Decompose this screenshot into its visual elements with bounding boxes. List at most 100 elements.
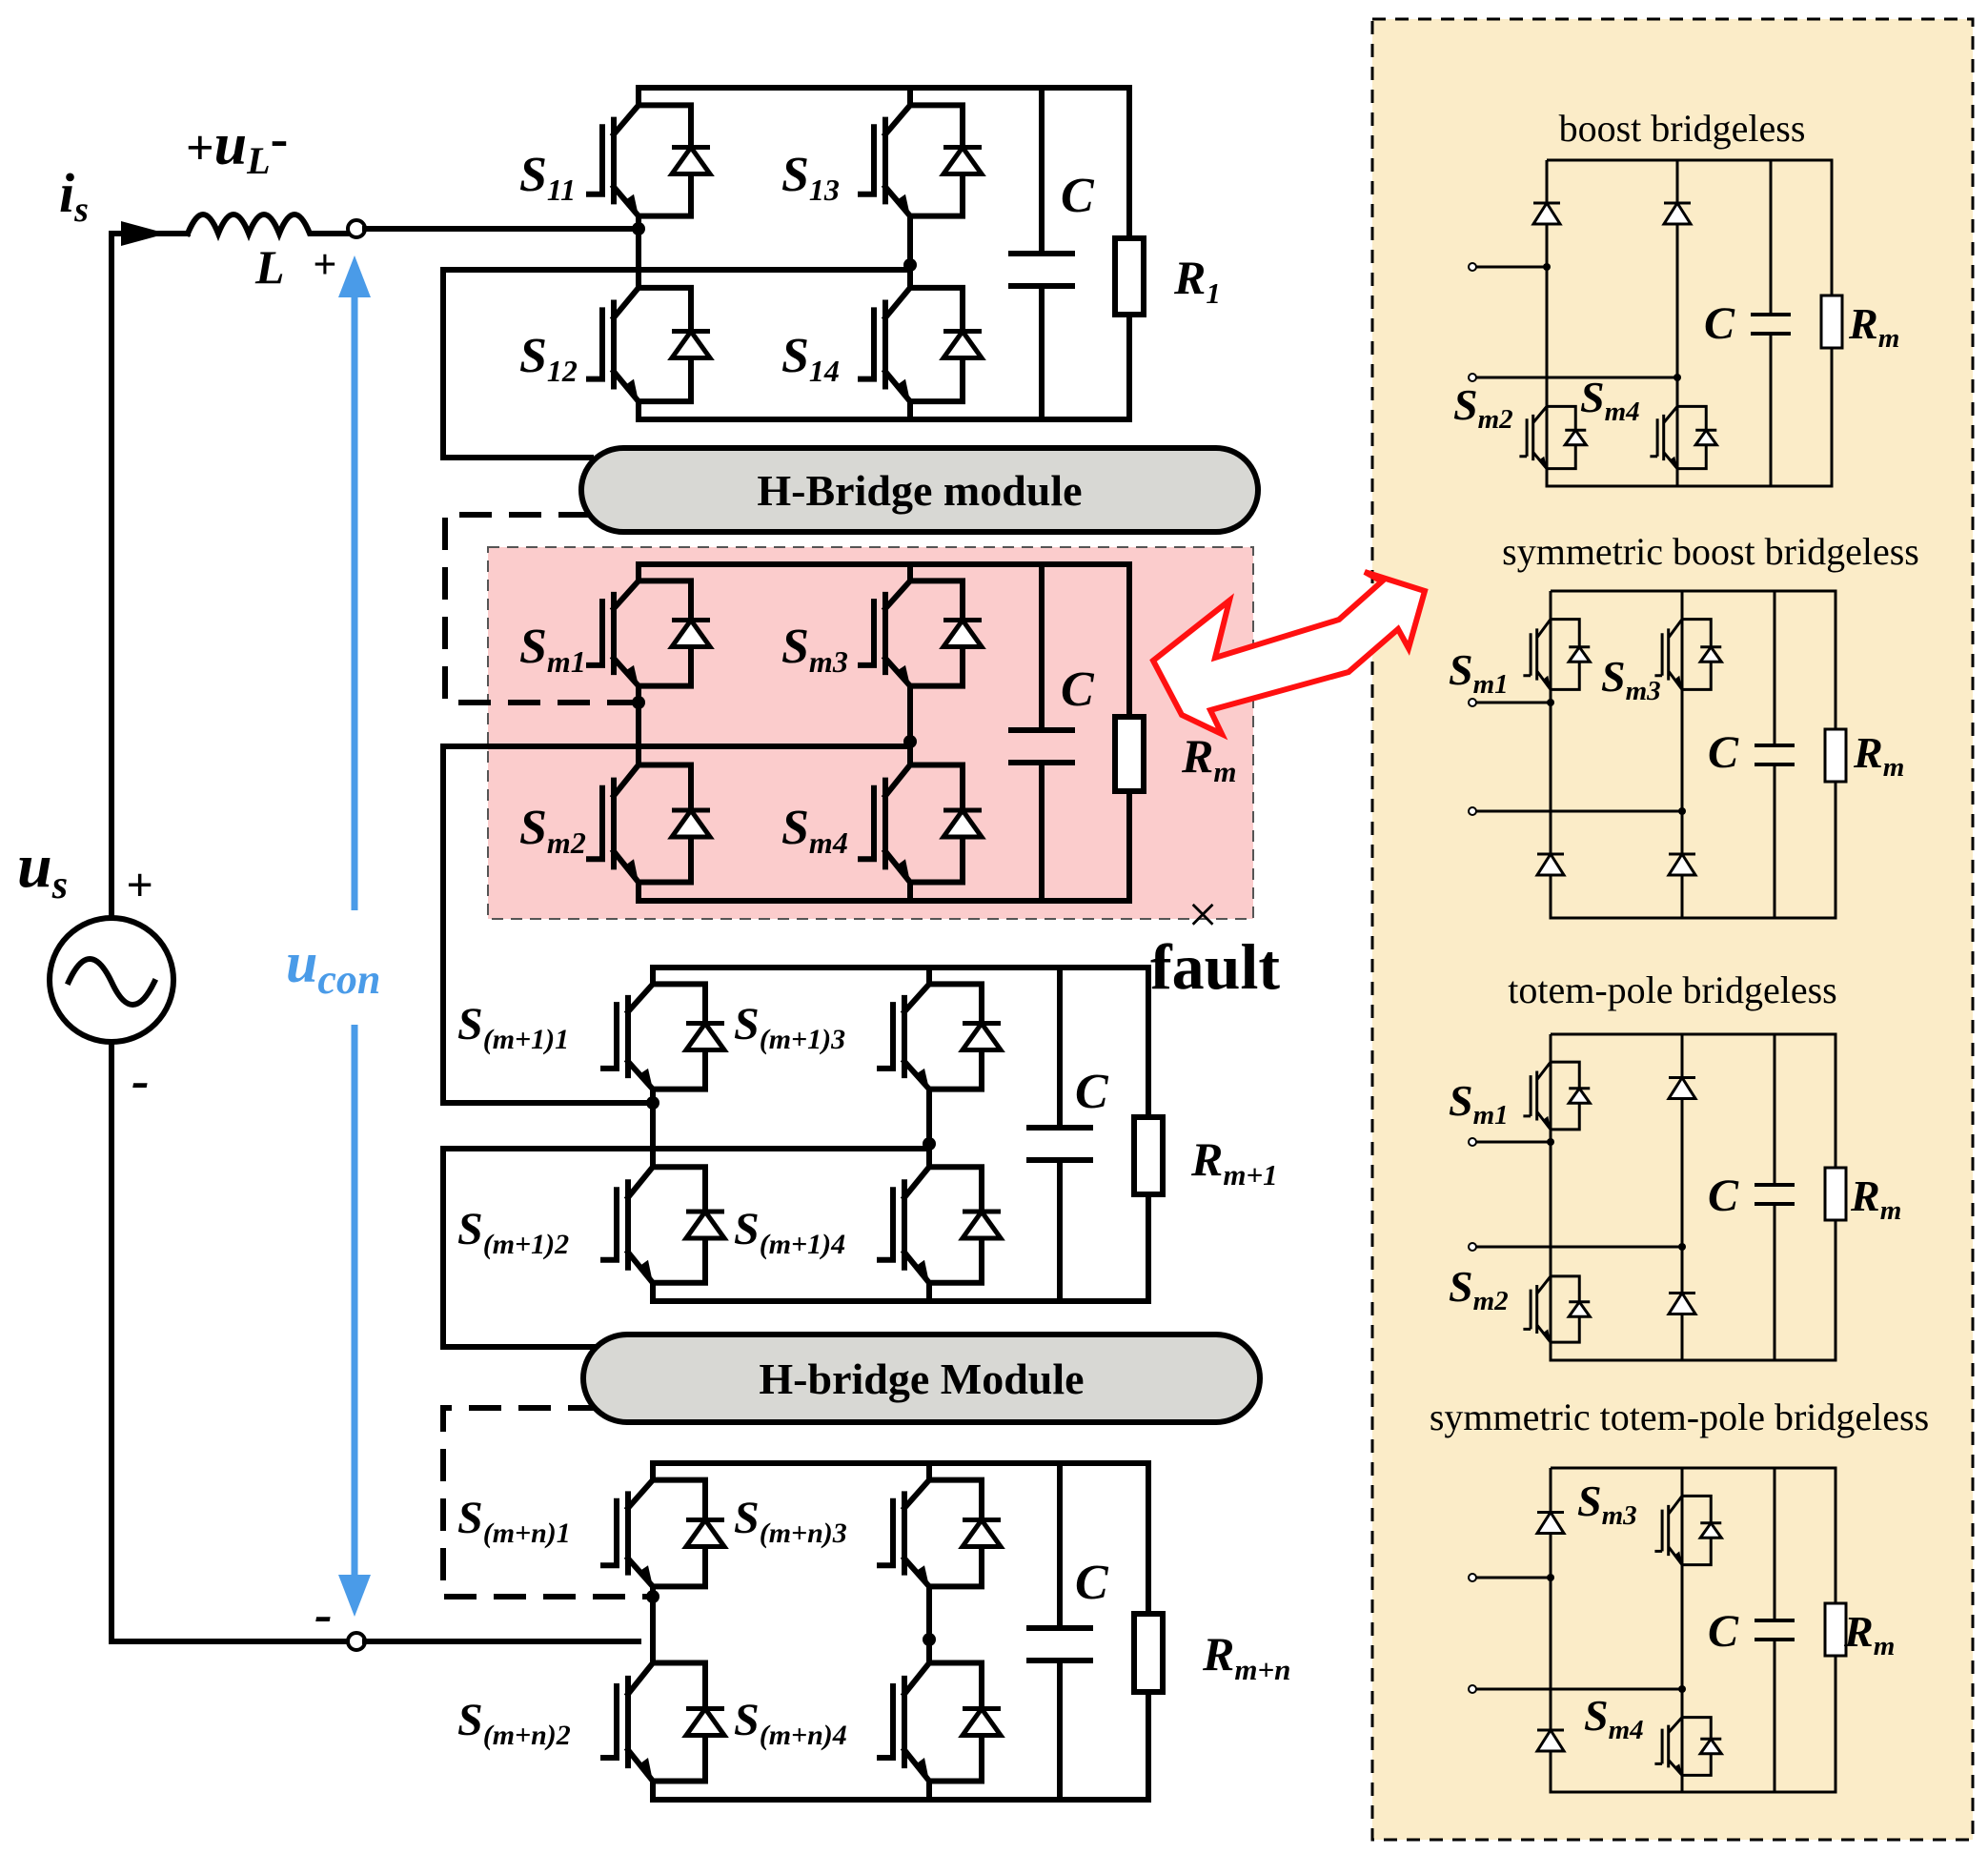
fault-label: fault bbox=[1150, 930, 1280, 1003]
switch-label-3-4: S(m+1)4 bbox=[734, 1204, 845, 1260]
panel-diode-bot-2-1 bbox=[1534, 851, 1567, 877]
resistor-label-2: Rm bbox=[1181, 729, 1236, 788]
igbt-1-1 bbox=[586, 85, 715, 236]
igbt-4-2 bbox=[600, 1641, 729, 1803]
igbt-4-4 bbox=[877, 1641, 1005, 1803]
resistor-label-1: R1 bbox=[1173, 251, 1221, 310]
igbt-2-3 bbox=[858, 561, 986, 705]
fault-x-mark: × bbox=[1187, 886, 1218, 945]
igbt-3-3 bbox=[877, 965, 1005, 1109]
switch-label-3-2: S(m+1)3 bbox=[734, 999, 845, 1055]
switch-label-4-2: S(m+n)3 bbox=[734, 1493, 847, 1549]
panel-igbt-top-2-1 bbox=[1523, 608, 1593, 701]
panel-resistor-2 bbox=[1823, 727, 1848, 784]
panel-switch-label-1-1: Sm2 bbox=[1453, 380, 1513, 435]
panel-switch-label-3-1: Sm1 bbox=[1449, 1076, 1509, 1131]
source-plus: + bbox=[126, 858, 153, 911]
panel-title-symmetric-totem-pole: symmetric totem-pole bridgeless bbox=[1430, 1396, 1929, 1438]
capacitor-3 bbox=[1026, 1125, 1093, 1163]
panel-switch-label-3-2: Sm2 bbox=[1449, 1262, 1509, 1316]
source-minus: - bbox=[132, 1051, 150, 1110]
panel-capacitor-3 bbox=[1755, 1183, 1795, 1206]
igbt-3-4 bbox=[877, 1146, 1005, 1304]
panel-switch-label-1-2: Sm4 bbox=[1580, 373, 1640, 427]
resistor-4 bbox=[1131, 1611, 1166, 1695]
resistor-label-4: Rm+n bbox=[1202, 1627, 1290, 1686]
panel-diode-top-1-1 bbox=[1531, 200, 1563, 226]
panel-resistor-3 bbox=[1823, 1166, 1848, 1222]
capacitor-label-3: C bbox=[1075, 1065, 1109, 1119]
panel-title-boost: boost bridgeless bbox=[1559, 107, 1806, 150]
igbt-2-1 bbox=[586, 561, 715, 705]
panel-capacitor-1 bbox=[1751, 313, 1791, 336]
capacitor-1 bbox=[1008, 251, 1075, 289]
panel-capacitor-label-3: C bbox=[1708, 1171, 1739, 1221]
panel-capacitor-2 bbox=[1755, 744, 1795, 766]
panel-diode-bot-2-2 bbox=[1666, 851, 1698, 877]
panel-resistor-1 bbox=[1819, 294, 1844, 350]
resistor-1 bbox=[1112, 235, 1146, 317]
panel-igbt-bot-1-2 bbox=[1650, 397, 1720, 479]
source-circuit bbox=[47, 212, 641, 1652]
panel-switch-label-4-1: Sm3 bbox=[1577, 1477, 1637, 1531]
panel-resistor-4 bbox=[1823, 1601, 1848, 1658]
resistor-3 bbox=[1131, 1114, 1166, 1197]
panel-resistor-label-3: Rm bbox=[1850, 1171, 1901, 1226]
inductor-name: L bbox=[254, 240, 285, 294]
panel-igbt-bot-4-2 bbox=[1654, 1708, 1725, 1784]
switch-label-1-2: S13 bbox=[781, 148, 840, 207]
switch-label-2-4: Sm4 bbox=[781, 801, 848, 860]
h-bridge-module-box-2: H-bridge Module bbox=[580, 1332, 1263, 1425]
switch-label-2-2: Sm3 bbox=[781, 620, 848, 679]
capacitor-label-1: C bbox=[1061, 169, 1095, 223]
capacitor-label-4: C bbox=[1075, 1556, 1109, 1610]
ucon-minus: - bbox=[314, 1585, 333, 1644]
igbt-1-3 bbox=[858, 85, 986, 236]
panel-switch-label-4-2: Sm4 bbox=[1584, 1691, 1644, 1745]
igbt-3-1 bbox=[600, 965, 729, 1109]
igbt-2-4 bbox=[858, 744, 986, 904]
panel-resistor-label-2: Rm bbox=[1853, 728, 1904, 783]
inductor-voltage-label: +uL- bbox=[186, 110, 288, 182]
switch-label-1-1: S11 bbox=[519, 148, 576, 207]
panel-resistor-label-1: Rm bbox=[1848, 299, 1899, 354]
panel-igbt-bot-1-1 bbox=[1519, 397, 1590, 479]
switch-label-4-1: S(m+n)1 bbox=[457, 1493, 571, 1549]
capacitor-2 bbox=[1008, 727, 1075, 765]
igbt-1-4 bbox=[858, 267, 986, 422]
switch-label-4-4: S(m+n)4 bbox=[734, 1695, 847, 1751]
panel-switch-label-2-1: Sm1 bbox=[1449, 645, 1509, 700]
h-bridge-module-label-1: H-Bridge module bbox=[757, 466, 1082, 515]
panel-capacitor-label-1: C bbox=[1704, 298, 1735, 349]
switch-label-1-3: S12 bbox=[519, 329, 578, 388]
panel-diode-top-1-2 bbox=[1661, 200, 1694, 226]
h-bridge-module-label-2: H-bridge Module bbox=[759, 1355, 1084, 1403]
panel-switch-label-2-2: Sm3 bbox=[1601, 652, 1661, 706]
igbt-1-2 bbox=[586, 267, 715, 422]
capacitor-4 bbox=[1026, 1625, 1093, 1663]
panel-title-totem-pole: totem-pole bridgeless bbox=[1508, 968, 1836, 1011]
igbt-4-3 bbox=[877, 1460, 1005, 1606]
ucon-arrow bbox=[338, 255, 371, 1617]
panel-capacitor-4 bbox=[1755, 1619, 1795, 1641]
resistor-2 bbox=[1112, 714, 1146, 794]
igbt-3-2 bbox=[600, 1146, 729, 1304]
capacitor-label-2: C bbox=[1061, 662, 1095, 717]
fault-callout-arrow bbox=[1149, 569, 1429, 741]
switch-label-2-3: Sm2 bbox=[519, 801, 586, 860]
ucon-plus: + bbox=[313, 241, 336, 288]
switch-label-1-4: S14 bbox=[781, 329, 840, 388]
panel-diode-bot-3-2 bbox=[1666, 1290, 1698, 1315]
module-links bbox=[440, 267, 927, 1599]
switch-label-2-1: Sm1 bbox=[519, 620, 586, 679]
h-bridge-module-box-1: H-Bridge module bbox=[578, 445, 1261, 535]
source-current-label: is bbox=[59, 162, 89, 230]
panel-title-symmetric-boost: symmetric boost bridgeless bbox=[1502, 530, 1919, 573]
panel-diode-top-4-1 bbox=[1534, 1509, 1567, 1535]
